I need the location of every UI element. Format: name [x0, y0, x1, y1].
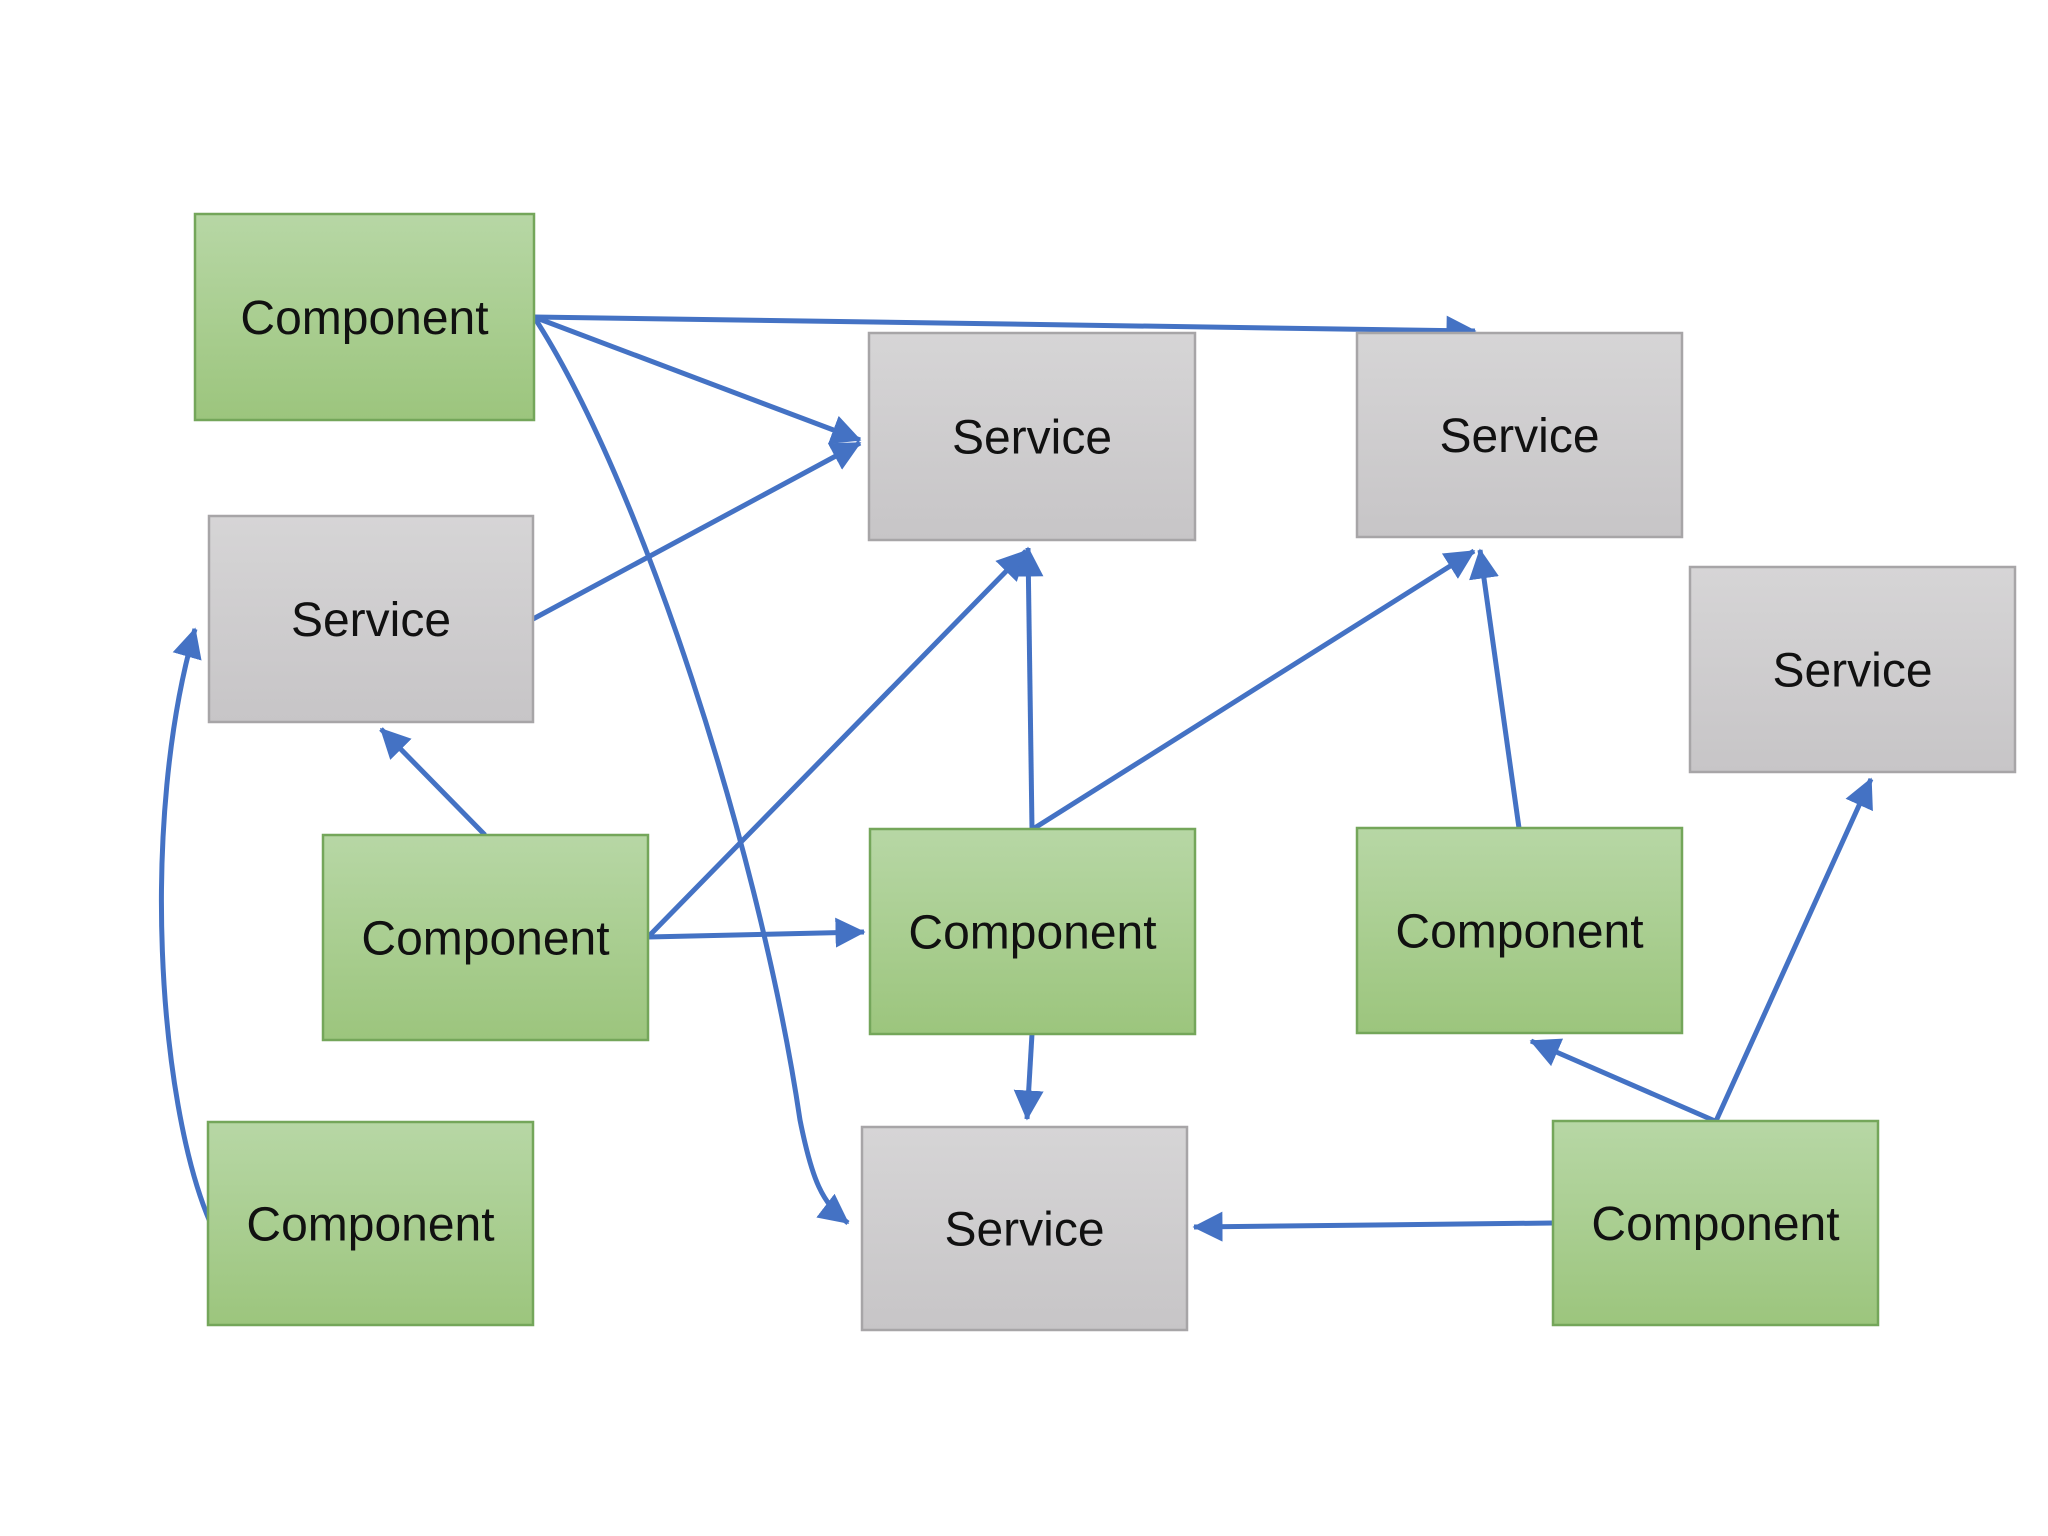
edge-arrow-n3-n6 [647, 917, 866, 948]
node-label: Service [291, 594, 451, 647]
edge-arrow-n3-n5 [646, 549, 1028, 939]
node-service-n5: Service [867, 331, 1197, 542]
node-service-n8: Service [1355, 331, 1684, 539]
service-box [1355, 331, 1684, 539]
node-component-n9: Component [1355, 826, 1684, 1035]
node-component-n3: Component [321, 833, 650, 1042]
service-box [867, 331, 1197, 542]
edge-layer [158, 314, 1874, 1242]
node-component-n4: Component [206, 1120, 535, 1327]
component-box [193, 212, 536, 422]
node-label: Component [908, 907, 1156, 960]
node-label: Component [240, 292, 488, 345]
edge-arrow-n1-n5 [533, 314, 862, 444]
edge-arrow-n11-n9 [1529, 1038, 1716, 1124]
edge-arrow-n1-n7 [531, 315, 850, 1225]
node-label: Service [944, 1204, 1104, 1257]
node-service-n2: Service [207, 514, 535, 724]
edge-arrow-n9-n8 [1469, 548, 1522, 829]
edge-arrow-n11-n10 [1713, 777, 1874, 1123]
component-box [1551, 1119, 1880, 1327]
node-service-n7: Service [860, 1125, 1189, 1332]
node-label: Component [361, 913, 609, 966]
service-box [1688, 565, 2017, 774]
edge-arrow-n4-n2 [158, 627, 213, 1223]
edge-arrow-n6-n7 [1013, 1033, 1044, 1121]
node-service-n10: Service [1688, 565, 2017, 774]
edge-arrow-n11-n7 [1192, 1211, 1554, 1242]
edge-arrow-n2-n5 [531, 440, 862, 622]
edge-arrow-n3-n2 [379, 727, 487, 837]
node-label: Component [246, 1199, 494, 1252]
component-box [868, 827, 1197, 1036]
node-label: Service [1772, 645, 1932, 698]
node-layer: ComponentServiceComponentComponentServic… [193, 212, 2017, 1332]
edge-arrow-n1-n8 [533, 314, 1477, 346]
node-component-n1: Component [193, 212, 536, 422]
node-label: Service [952, 412, 1112, 465]
service-box [860, 1125, 1189, 1332]
service-box [207, 514, 535, 724]
component-box [206, 1120, 535, 1327]
node-component-n6: Component [868, 827, 1197, 1036]
node-label: Component [1591, 1198, 1839, 1251]
node-label: Component [1395, 906, 1643, 959]
component-box [321, 833, 650, 1042]
component-box [1355, 826, 1684, 1035]
node-component-n11: Component [1551, 1119, 1880, 1327]
node-label: Service [1439, 410, 1599, 463]
edge-arrow-n6-n8 [1031, 548, 1476, 832]
edge-arrow-n6-n5 [1013, 546, 1044, 830]
